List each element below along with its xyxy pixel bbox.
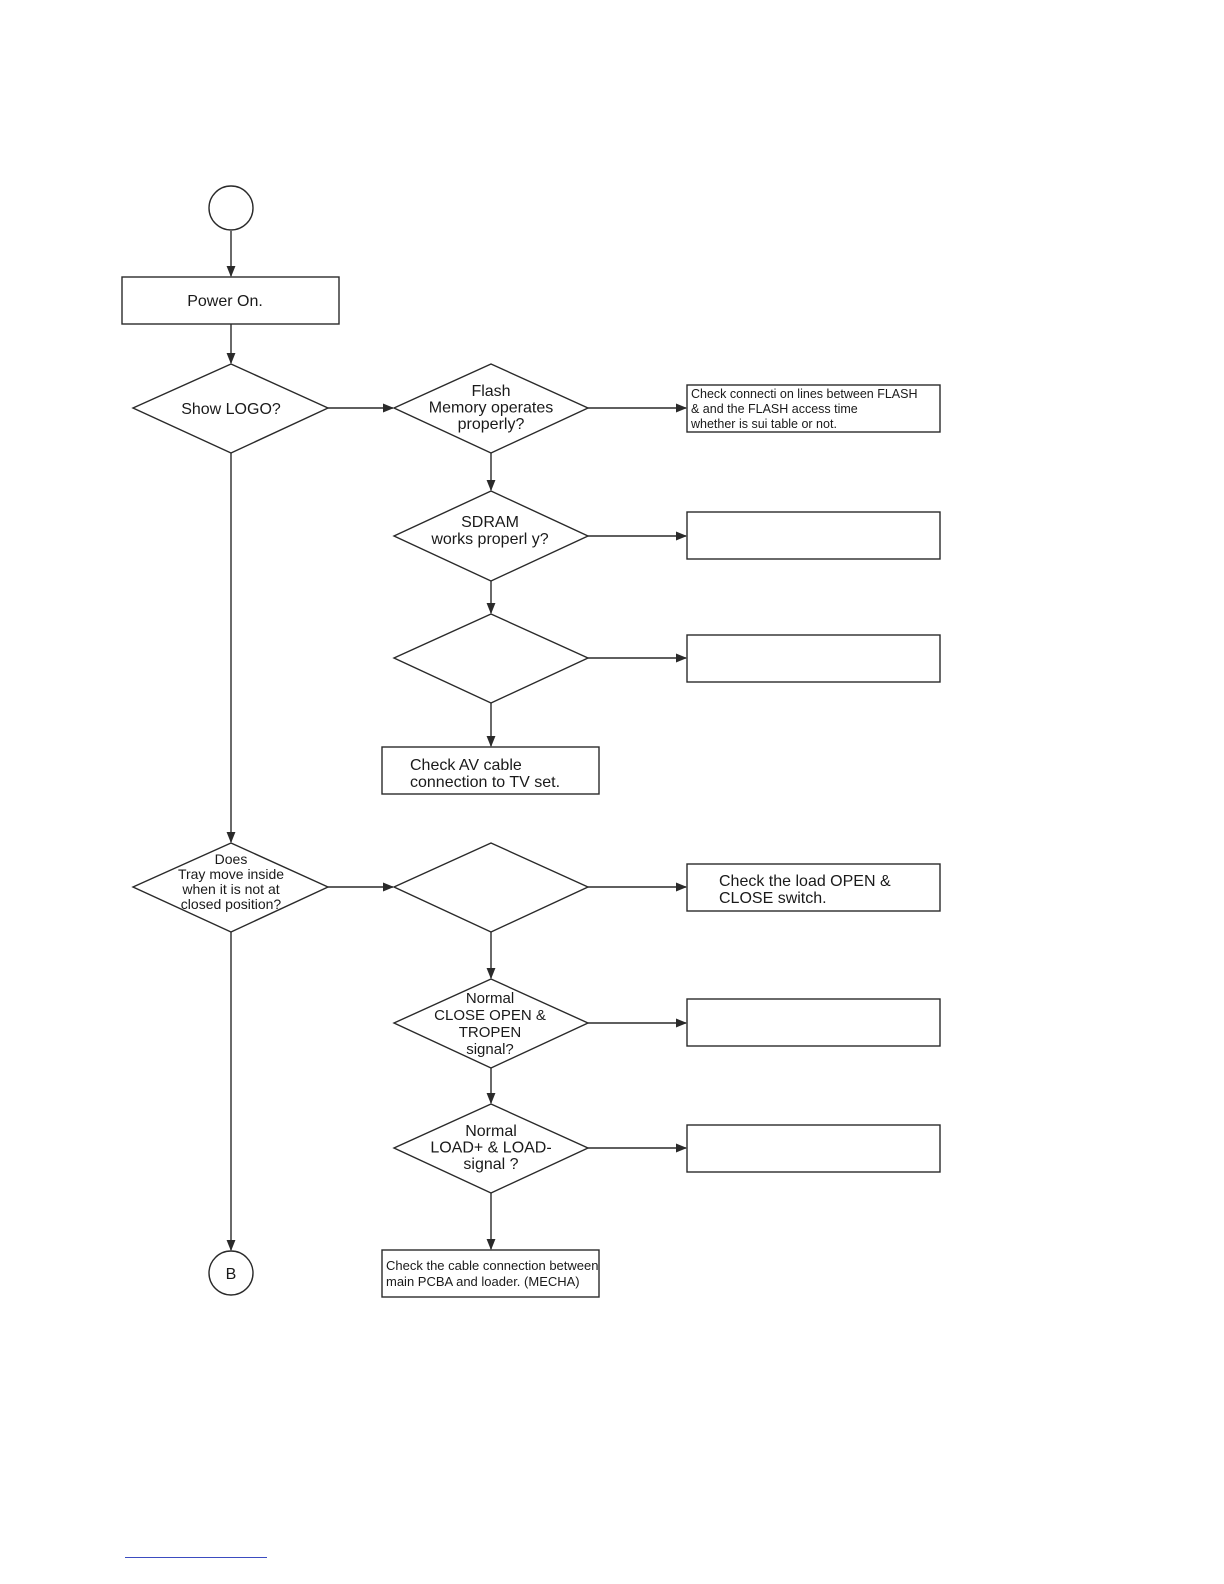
start-connector: [208, 185, 254, 231]
text-line: SDRAM: [461, 514, 519, 531]
text-line: connection to TV set.: [410, 774, 560, 791]
text-line: Check AV cable: [410, 757, 522, 774]
text-line: closed position?: [181, 896, 282, 912]
box-load-switch-text: Check the load OPEN &CLOSE switch.: [719, 873, 891, 907]
text-line: CLOSE OPEN &: [434, 1007, 546, 1024]
text-line: Normal: [465, 1123, 517, 1140]
text-line: Flash: [471, 383, 510, 400]
box-load-switch: Check the load OPEN &CLOSE switch.: [686, 863, 941, 912]
text-line: CLOSE switch.: [719, 890, 827, 907]
box-flash-check: Check connecti on lines between FLASH& a…: [686, 384, 941, 433]
text-line: Check connecti on lines between FLASH: [691, 387, 918, 401]
footer-rule: [125, 1557, 267, 1558]
text-line: whether is sui table or not.: [690, 417, 837, 431]
text-line: main PCBA and loader. (MECHA): [386, 1274, 580, 1289]
text-line: works properl y?: [430, 531, 548, 548]
text-line: LOAD+ & LOAD-: [430, 1140, 551, 1157]
decision-blank-2: [392, 842, 590, 933]
flow-lines: [226, 231, 688, 1252]
box-sdram-action: [686, 511, 941, 560]
text-line: Power On.: [187, 293, 263, 310]
decision-show-logo: Show LOGO?: [131, 363, 330, 454]
decision-blank-1: [392, 613, 590, 704]
end-connector-label: B: [226, 1266, 237, 1283]
box-power-on: Power On.: [121, 276, 340, 325]
box-load-signal-action: [686, 1124, 941, 1173]
text-line: Normal: [466, 990, 514, 1007]
box-flash-check-text: Check connecti on lines between FLASH& a…: [690, 387, 918, 431]
text-line: & and the FLASH access time: [691, 402, 858, 416]
text-line: Check the cable connection between: [386, 1258, 598, 1273]
text-line: Tray move inside: [178, 866, 284, 882]
text-line: when it is not at: [181, 881, 279, 897]
text-line: signal?: [466, 1041, 514, 1058]
text-line: Show LOGO?: [181, 401, 281, 418]
text-line: Check the load OPEN &: [719, 873, 891, 890]
text-line: signal ?: [463, 1156, 518, 1173]
box-power-on-text: Power On.: [187, 293, 263, 310]
decision-show-logo-text: Show LOGO?: [181, 401, 281, 418]
text-line: Memory operates: [429, 400, 554, 417]
end-connector-b: B: [208, 1250, 254, 1296]
text-line: Does: [215, 851, 248, 867]
box-blank-action: [686, 634, 941, 683]
box-close-open-action: [686, 998, 941, 1047]
text-line: properly?: [458, 416, 525, 433]
text-line: TROPEN: [459, 1024, 522, 1041]
